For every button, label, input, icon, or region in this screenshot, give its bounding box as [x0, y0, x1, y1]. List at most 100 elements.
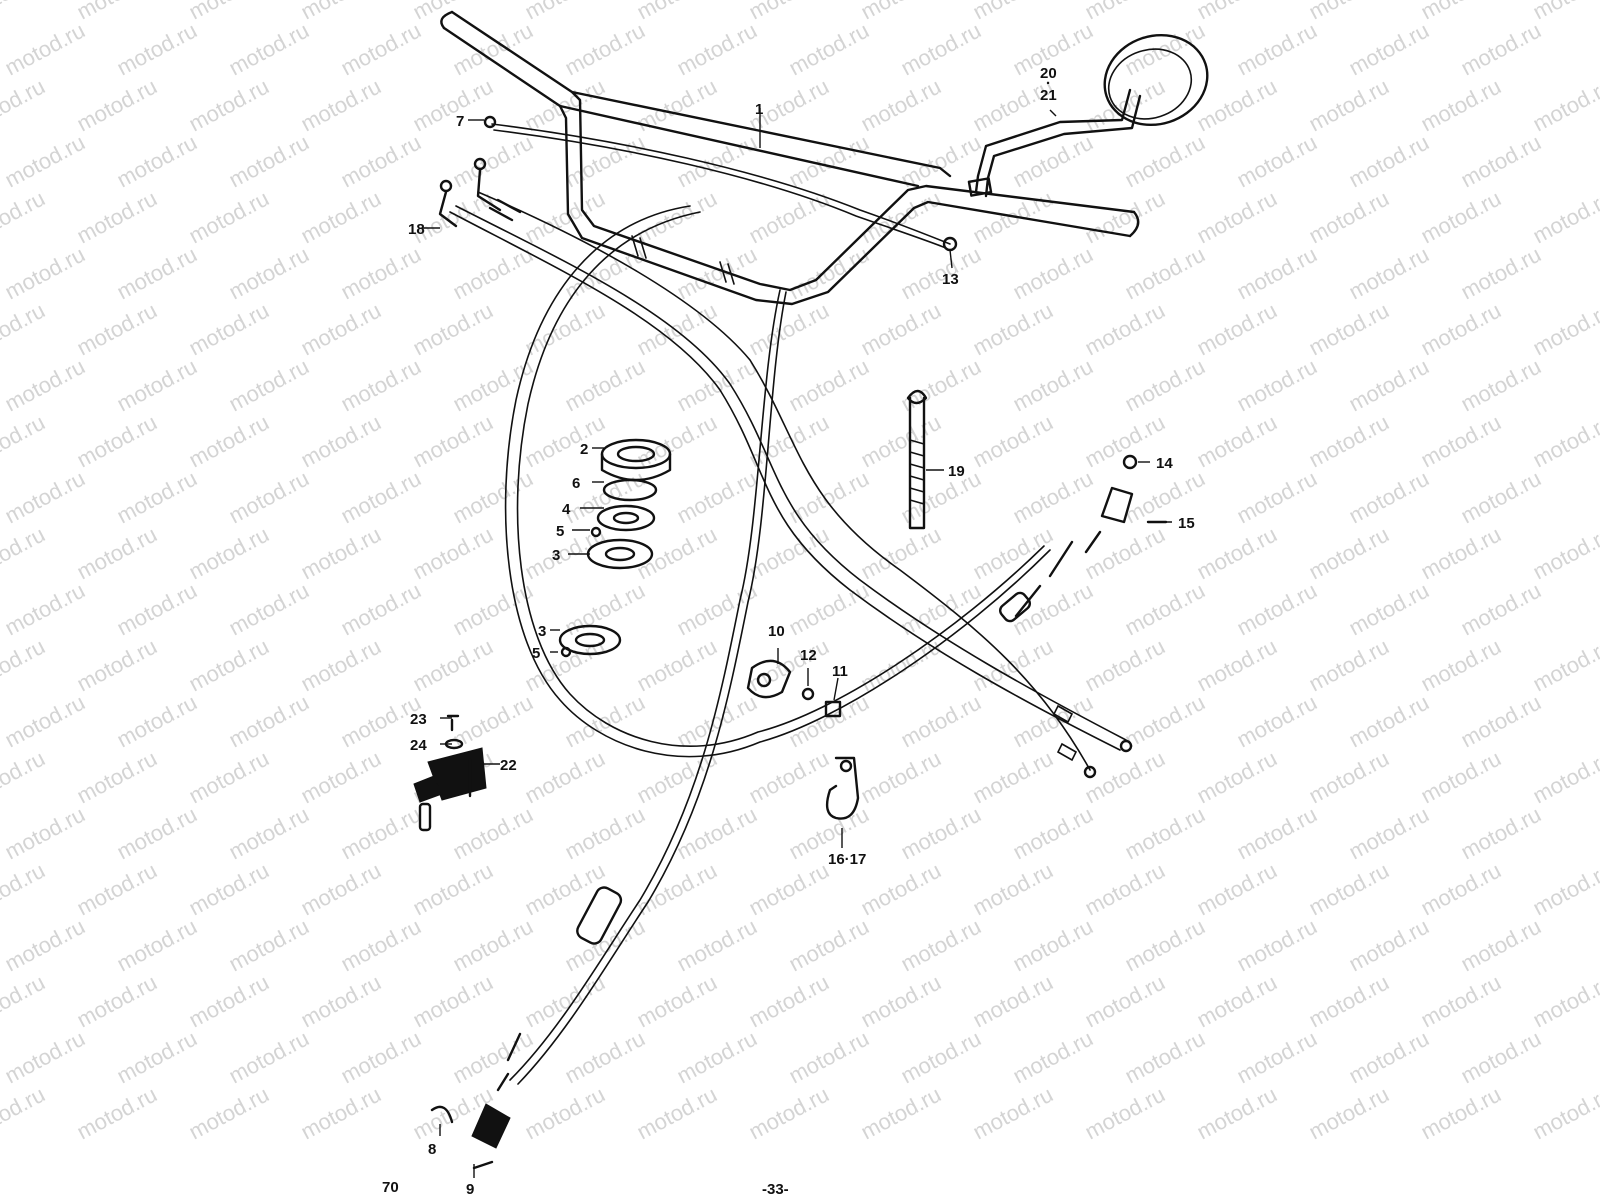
watermark-text: motod.ru	[1305, 1082, 1393, 1145]
watermark-text: motod.ru	[673, 242, 761, 305]
watermark-text: motod.ru	[745, 746, 833, 809]
watermark-text: motod.ru	[1417, 186, 1505, 249]
watermark-text: motod.ru	[857, 298, 945, 361]
callout-3a: 3	[552, 547, 560, 564]
watermark-text: motod.ru	[73, 298, 161, 361]
watermark-text: motod.ru	[185, 0, 273, 24]
watermark-text: motod.ru	[337, 466, 425, 529]
watermark-text: motod.ru	[113, 354, 201, 417]
watermark-text: motod.ru	[521, 0, 609, 24]
watermark-text: motod.ru	[1305, 522, 1393, 585]
watermark-text: motod.ru	[0, 186, 49, 249]
watermark-text: motod.ru	[521, 522, 609, 585]
watermark-text: motod.ru	[225, 578, 313, 641]
callout-3b: 3	[538, 623, 546, 640]
callout-12: 12	[800, 647, 817, 664]
watermark-text: motod.ru	[673, 914, 761, 977]
watermark-text: motod.ru	[633, 746, 721, 809]
watermark-text: motod.ru	[1121, 690, 1209, 753]
watermark-text: motod.ru	[409, 410, 497, 473]
watermark-text: motod.ru	[1081, 0, 1169, 24]
watermark-text: motod.ru	[1529, 634, 1600, 697]
leader-lines	[422, 108, 1172, 1178]
watermark-text: motod.ru	[225, 1026, 313, 1089]
watermark-text: motod.ru	[449, 18, 537, 81]
watermark-text: motod.ru	[1009, 914, 1097, 977]
watermark-text: motod.ru	[1193, 1082, 1281, 1145]
watermark-text: motod.ru	[1081, 1082, 1169, 1145]
watermark-text: motod.ru	[337, 914, 425, 977]
watermark-text: motod.ru	[633, 634, 721, 697]
watermark-text: motod.ru	[673, 466, 761, 529]
watermark-text: motod.ru	[409, 522, 497, 585]
watermark-text: motod.ru	[73, 858, 161, 921]
watermark-text: motod.ru	[1345, 690, 1433, 753]
watermark-text: motod.ru	[297, 858, 385, 921]
watermark-text: motod.ru	[185, 746, 273, 809]
watermark-text: motod.ru	[1345, 802, 1433, 865]
callout-9: 9	[466, 1181, 474, 1198]
watermark-text: motod.ru	[1305, 634, 1393, 697]
cable-strap	[906, 389, 928, 530]
watermark-text: motod.ru	[1529, 746, 1600, 809]
watermark-text: motod.ru	[225, 914, 313, 977]
watermark-text: motod.ru	[113, 242, 201, 305]
watermark-text: motod.ru	[1193, 746, 1281, 809]
watermark-text: motod.ru	[1, 354, 89, 417]
watermark-text: motod.ru	[745, 410, 833, 473]
watermark-text: motod.ru	[1417, 522, 1505, 585]
callout-23: 23	[410, 711, 427, 728]
watermark-text: motod.ru	[297, 634, 385, 697]
watermark-text: motod.ru	[1305, 298, 1393, 361]
watermark-text: motod.ru	[857, 1082, 945, 1145]
watermark-text: motod.ru	[561, 578, 649, 641]
watermark-text: motod.ru	[0, 522, 49, 585]
watermark-text: motod.ru	[1345, 130, 1433, 193]
watermark-text: motod.ru	[673, 1026, 761, 1089]
watermark-text: motod.ru	[1417, 298, 1505, 361]
watermark-text: motod.ru	[449, 354, 537, 417]
watermark-text: motod.ru	[1081, 634, 1169, 697]
watermark-text: motod.ru	[1121, 242, 1209, 305]
watermark-text: motod.ru	[409, 634, 497, 697]
watermark-text: motod.ru	[1417, 410, 1505, 473]
callout-1: 1	[755, 101, 763, 118]
watermark-text: motod.ru	[1529, 0, 1600, 24]
watermark-text: motod.ru	[1, 466, 89, 529]
watermark-text: motod.ru	[897, 1026, 985, 1089]
watermark-text: motod.ru	[561, 1026, 649, 1089]
watermark-text: motod.ru	[633, 74, 721, 137]
watermark-text: motod.ru	[1305, 186, 1393, 249]
watermark-text: motod.ru	[297, 746, 385, 809]
watermark-text: motod.ru	[0, 634, 49, 697]
callout-16-17: 16·17	[828, 851, 866, 868]
ignition-switch	[413, 714, 487, 832]
watermark-text: motod.ru	[521, 858, 609, 921]
watermark-text: motod.ru	[337, 354, 425, 417]
callout-14: 14	[1156, 455, 1173, 472]
watermark-text: motod.ru	[857, 74, 945, 137]
watermark-text: motod.ru	[1233, 466, 1321, 529]
brake-cable-loop	[430, 205, 1051, 1170]
watermark-text: motod.ru	[1457, 578, 1545, 641]
watermark-text: motod.ru	[449, 130, 537, 193]
handlebar	[440, 10, 1140, 306]
watermark-text: motod.ru	[0, 746, 49, 809]
watermark-text: motod.ru	[1529, 858, 1600, 921]
watermark-text: motod.ru	[1345, 914, 1433, 977]
watermark-text: motod.ru	[1345, 1026, 1433, 1089]
watermark-text: motod.ru	[561, 130, 649, 193]
watermark-text: motod.ru	[561, 914, 649, 977]
watermark-text: motod.ru	[1305, 0, 1393, 24]
watermark-text: motod.ru	[633, 0, 721, 24]
watermark-text: motod.ru	[633, 298, 721, 361]
watermark-text: motod.ru	[1193, 186, 1281, 249]
watermark-text: motod.ru	[297, 522, 385, 585]
watermark-text: motod.ru	[337, 1026, 425, 1089]
callout-18: 18	[408, 221, 425, 238]
callout-7: 7	[456, 113, 464, 130]
watermark-text: motod.ru	[673, 802, 761, 865]
watermark-text: motod.ru	[1417, 634, 1505, 697]
watermark-text: motod.ru	[1, 578, 89, 641]
